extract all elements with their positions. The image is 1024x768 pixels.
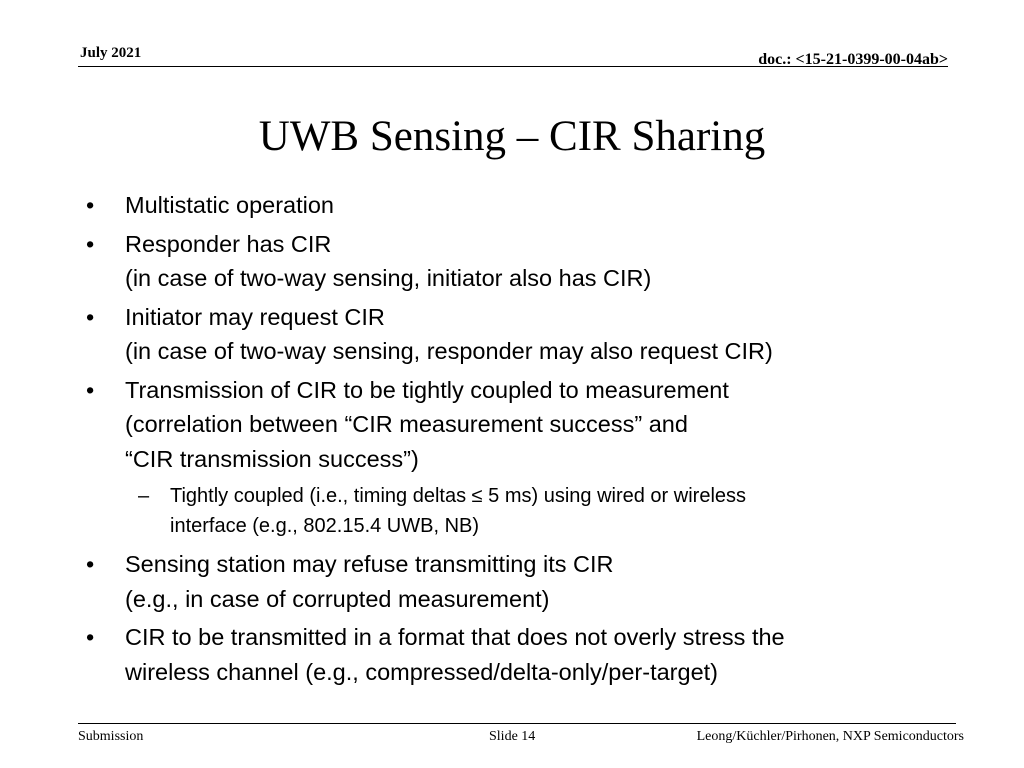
bullet-item: • Responder has CIR (in case of two-way … [86, 227, 946, 296]
bullet-item: • Initiator may request CIR (in case of … [86, 300, 946, 369]
bullet-text: Initiator may request CIR [125, 303, 385, 330]
footer-authors: Leong/Küchler/Pirhonen, NXP Semiconducto… [696, 729, 964, 744]
bullet-text: (in case of two-way sensing, responder m… [125, 338, 773, 364]
bullet-text: Sensing station may refuse transmitting … [125, 551, 614, 577]
bullet-mark: • [86, 230, 95, 257]
bullet-text: CIR to be transmitted in a format that d… [125, 624, 785, 650]
bullet-list: • Multistatic operation • Responder has … [86, 188, 946, 693]
sub-bullet-mark: – [138, 485, 150, 507]
bullet-mark: • [86, 192, 95, 218]
bullet-item: • CIR to be transmitted in a format that… [86, 620, 946, 689]
slide-title: UWB Sensing – CIR Sharing [258, 113, 766, 160]
bullet-mark: • [86, 303, 95, 330]
bullet-mark: • [86, 624, 95, 650]
sub-bullet-list: – Tightly coupled (i.e., timing deltas ≤… [125, 481, 946, 541]
bullet-item: • Multistatic operation [86, 188, 946, 223]
bullet-item: • Transmission of CIR to be tightly coup… [86, 373, 946, 542]
bullet-text: Responder has CIR [125, 230, 332, 257]
footer-divider [78, 723, 956, 724]
footer-slide-number: Slide 14 [489, 729, 536, 744]
sub-bullet-item: – Tightly coupled (i.e., timing deltas ≤… [86, 481, 946, 541]
bullet-text: (e.g., in case of corrupted measurement) [125, 585, 550, 612]
bullet-mark: • [86, 376, 95, 403]
bullet-item: • Sensing station may refuse transmittin… [86, 547, 946, 616]
bullet-text: “CIR transmission success”) [125, 445, 419, 472]
bullet-text: wireless channel (e.g., compressed/delta… [125, 658, 718, 685]
header-divider [78, 66, 948, 67]
sub-bullet-text: interface (e.g., 802.15.4 UWB, NB) [170, 515, 480, 537]
header-date: July 2021 [80, 45, 142, 61]
header-doc-id: doc.: <15-21-0399-00-04ab> [758, 51, 948, 68]
bullet-text: Multistatic operation [125, 192, 334, 218]
bullet-mark: • [86, 551, 95, 577]
bullet-text: Transmission of CIR to be tightly couple… [125, 376, 729, 403]
footer-submission: Submission [78, 729, 144, 744]
bullet-text: (correlation between “CIR measurement su… [125, 411, 688, 437]
bullet-text: (in case of two-way sensing, initiator a… [125, 265, 652, 291]
sub-bullet-text: Tightly coupled (i.e., timing deltas ≤ 5… [170, 485, 747, 507]
